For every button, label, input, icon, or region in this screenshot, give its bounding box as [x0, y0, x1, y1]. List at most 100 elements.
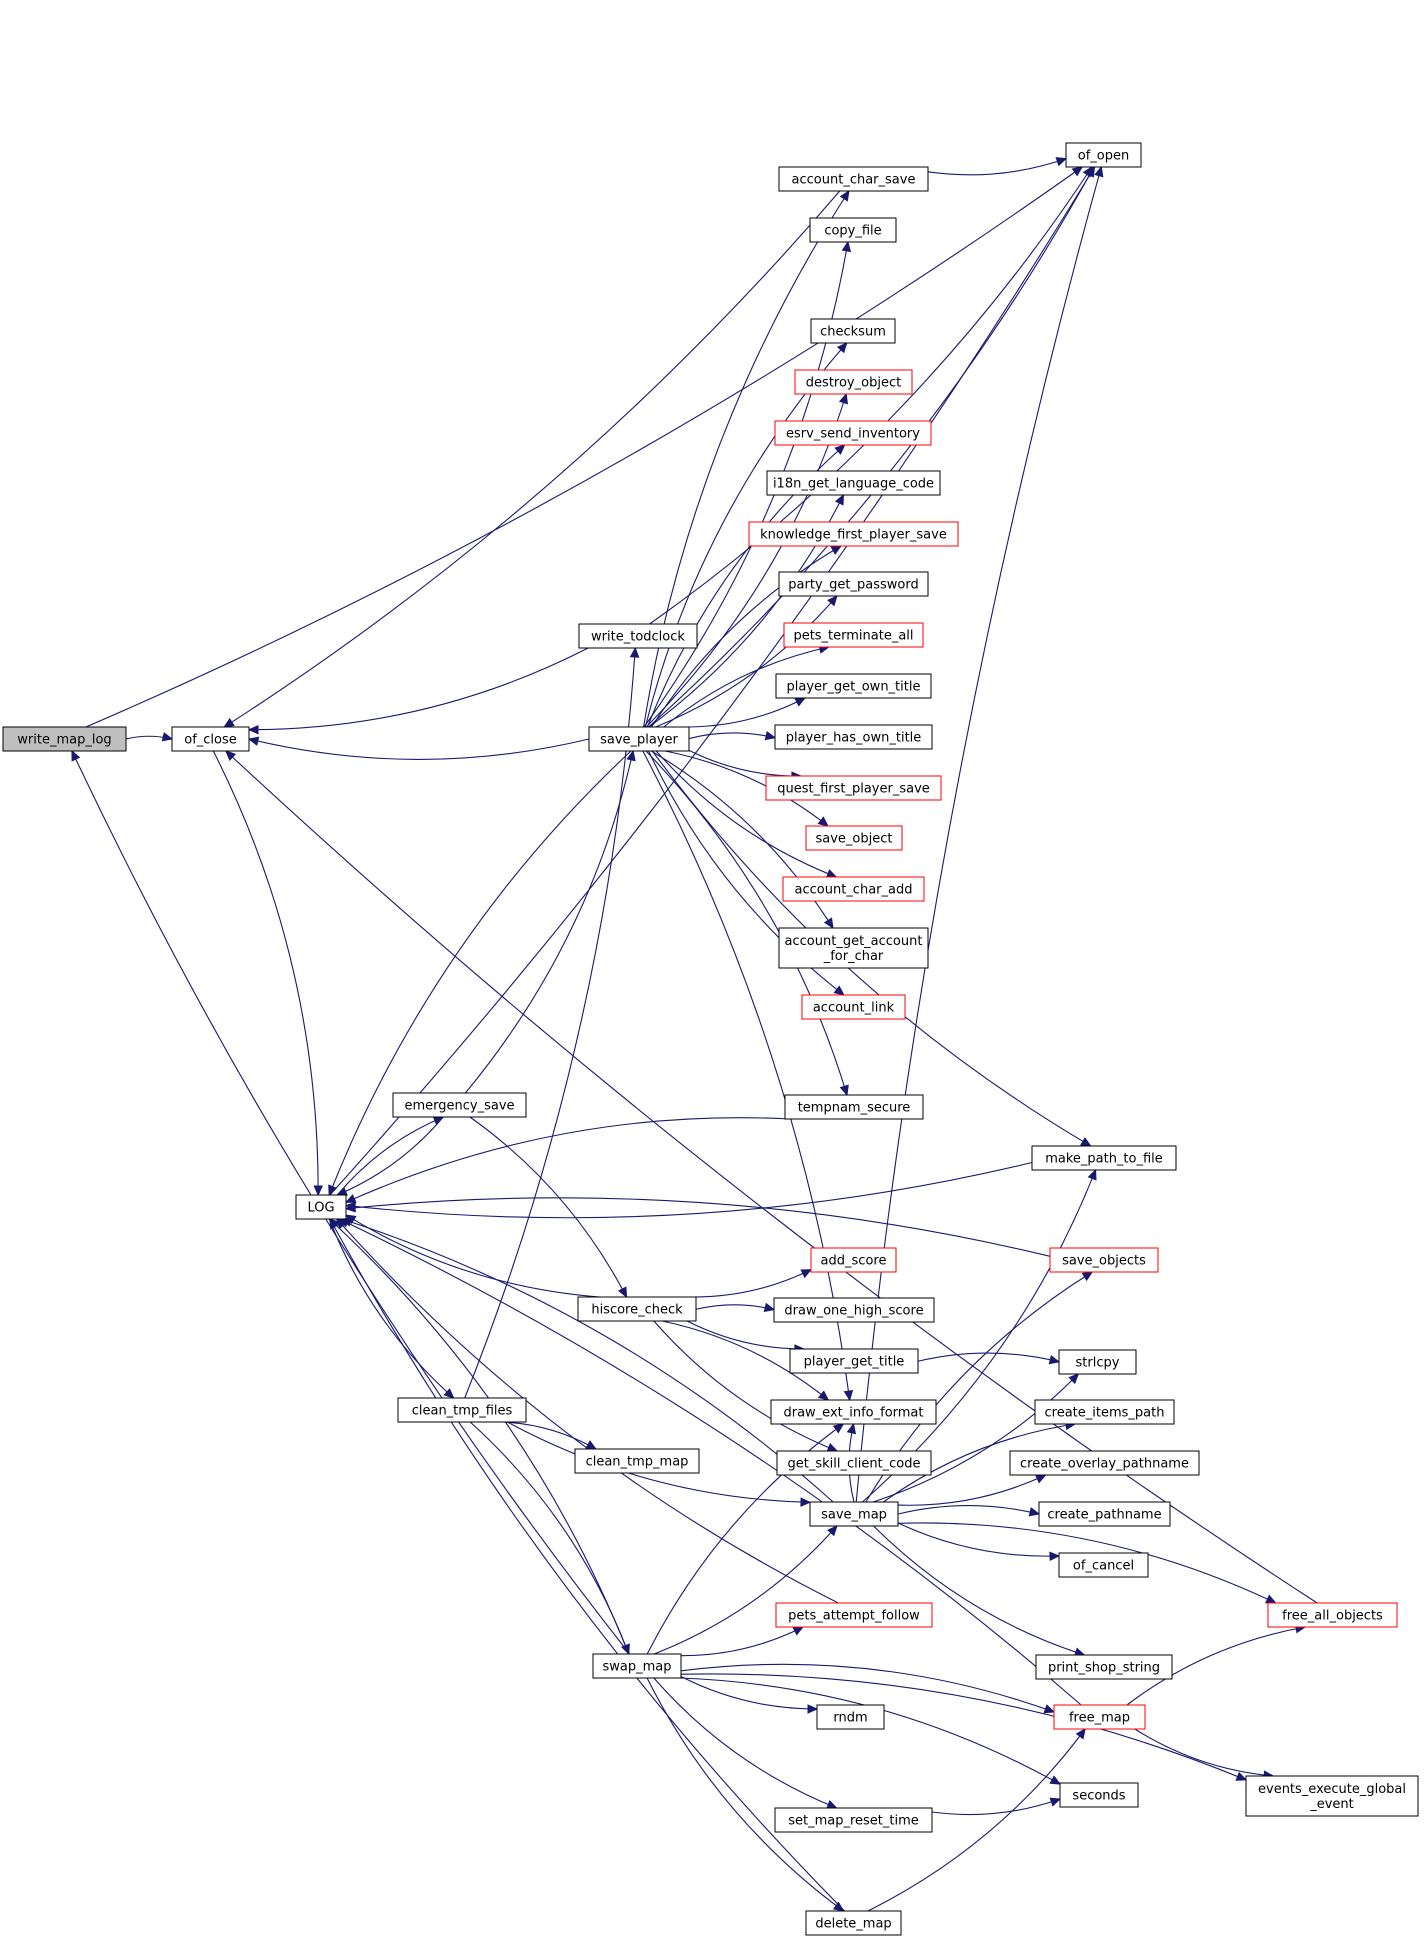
arrowhead-save_player-to-copy_file [841, 240, 852, 253]
node-box [778, 927, 929, 969]
node-write-todclock[interactable]: write_todclock [578, 623, 698, 649]
node-player-get-own-title[interactable]: player_get_own_title [775, 673, 932, 699]
node-pets-attempt-follow[interactable]: pets_attempt_follow [775, 1602, 933, 1628]
node-write-map-log[interactable]: write_map_log [2, 726, 127, 752]
node-label: party_get_password [788, 578, 918, 593]
node-set-map-reset-time[interactable]: set_map_reset_time [774, 1807, 933, 1833]
arrowhead-swap_map-to-events_execute_global_event [1235, 1771, 1248, 1781]
node-create-items-path[interactable]: create_items_path [1034, 1399, 1175, 1425]
node-tempnam-secure[interactable]: tempnam_secure [784, 1094, 924, 1120]
node-of-cancel[interactable]: of_cancel [1058, 1552, 1149, 1578]
node-swap-map[interactable]: swap_map [592, 1653, 682, 1679]
node-box [171, 726, 250, 752]
node-save-map[interactable]: save_map [809, 1501, 899, 1527]
arrowhead-hiscore_check-to-draw_one_high_score [763, 1302, 776, 1313]
call-edge-free_map-to-free_all_objects [1126, 1626, 1306, 1706]
node-create-overlay-pathname[interactable]: create_overlay_pathname [1009, 1450, 1200, 1476]
call-edge-hiscore_check-to-player_get_title [686, 1320, 804, 1350]
node-label: print_shop_string [1048, 1661, 1160, 1676]
node-account-link[interactable]: account_link [801, 994, 906, 1020]
arrowhead-save_player-to-knowledge_first_player_save [830, 545, 843, 555]
call-edge-clean_tmp_files-to-save_map [506, 1421, 811, 1503]
node-quest-first-player-save[interactable]: quest_first_player_save [765, 775, 942, 801]
node-label: of_open [1078, 149, 1129, 164]
node-clean-tmp-map[interactable]: clean_tmp_map [574, 1448, 700, 1474]
node-label: account_char_add [795, 883, 913, 898]
node-free-all-objects[interactable]: free_all_objects [1267, 1602, 1398, 1628]
node-label: free_all_objects [1282, 1609, 1383, 1624]
arrowhead-player_get_title-to-strlcpy [1048, 1354, 1061, 1365]
node-print-shop-string[interactable]: print_shop_string [1035, 1654, 1173, 1680]
node-box [592, 1653, 682, 1679]
node-clean-tmp-files[interactable]: clean_tmp_files [397, 1397, 527, 1423]
node-box [574, 1448, 700, 1474]
node-box [748, 521, 959, 547]
node-draw-ext-info-format[interactable]: draw_ext_info_format [770, 1399, 937, 1425]
node-box [1031, 1145, 1177, 1171]
node-save-player[interactable]: save_player [588, 726, 690, 752]
node-player-get-title[interactable]: player_get_title [789, 1348, 919, 1374]
node-rndm[interactable]: rndm [816, 1704, 885, 1730]
node-party-get-password[interactable]: party_get_password [778, 571, 929, 597]
node-of-open[interactable]: of_open [1065, 142, 1142, 168]
arrowhead-save_player-to-account_link [833, 985, 845, 996]
node-events-execute-global-event[interactable]: events_execute_global_event [1245, 1775, 1419, 1817]
arrowhead-save_player-to-make_path_to_file [1080, 1137, 1092, 1147]
node-get-skill-client-code[interactable]: get_skill_client_code [776, 1450, 932, 1476]
call-edge-hiscore_check-to-log [345, 1214, 600, 1298]
node-i18n-get-language-code[interactable]: i18n_get_language_code [766, 470, 941, 496]
node-strlcpy[interactable]: strlcpy [1058, 1349, 1137, 1375]
node-account-get-account-for-char[interactable]: account_get_account_for_char [778, 927, 929, 969]
node-player-has-own-title[interactable]: player_has_own_title [774, 724, 933, 750]
node-pets-terminate-all[interactable]: pets_terminate_all [783, 622, 924, 648]
node-checksum[interactable]: checksum [810, 318, 896, 344]
call-edge-save_map-to-of_cancel [897, 1522, 1060, 1557]
node-box [770, 1399, 937, 1425]
node-hiscore-check[interactable]: hiscore_check [577, 1296, 697, 1322]
node-label: copy_file [824, 224, 881, 239]
node-save-objects[interactable]: save_objects [1049, 1247, 1159, 1273]
node-log[interactable]: LOG [295, 1194, 347, 1220]
arrowhead-save_map-to-save_objects [1081, 1271, 1094, 1282]
node-knowledge-first-player-save[interactable]: knowledge_first_player_save [748, 521, 959, 547]
arrowhead-write_todclock-to-of_close [247, 724, 259, 735]
arrowhead-save_player-to-esrv_send_inventory [834, 444, 846, 455]
call-edge-log-to-of_open [329, 166, 1096, 1196]
arrowhead-swap_map-to-write_map_log [71, 749, 81, 762]
node-emergency-save[interactable]: emergency_save [392, 1092, 527, 1118]
node-create-pathname[interactable]: create_pathname [1038, 1501, 1171, 1527]
node-free-map[interactable]: free_map [1053, 1704, 1146, 1730]
node-seconds[interactable]: seconds [1059, 1782, 1139, 1808]
node-draw-one-high-score[interactable]: draw_one_high_score [773, 1297, 935, 1323]
node-add-score[interactable]: add_score [810, 1247, 897, 1273]
node-box [2, 726, 127, 752]
arrowhead-swap_map-to-delete_map [832, 1901, 845, 1912]
node-account-char-add[interactable]: account_char_add [782, 876, 925, 902]
node-box [1034, 1399, 1175, 1425]
node-esrv-send-inventory[interactable]: esrv_send_inventory [774, 420, 932, 446]
node-box [1038, 1501, 1171, 1527]
node-box [766, 470, 941, 496]
node-box [775, 1602, 933, 1628]
arrowhead-save_map-to-create_overlay_pathname [1034, 1474, 1047, 1484]
node-copy-file[interactable]: copy_file [809, 217, 897, 243]
node-account-char-save[interactable]: account_char_save [778, 166, 929, 192]
arrowhead-save_player-to-tempnam_secure [839, 1084, 849, 1097]
node-of-close[interactable]: of_close [171, 726, 250, 752]
node-box [773, 1297, 935, 1323]
call-edge-swap_map-to-set_map_reset_time [653, 1677, 837, 1809]
call-edge-swap_map-to-free_map [680, 1663, 1055, 1713]
node-destroy-object[interactable]: destroy_object [794, 369, 913, 395]
call-edge-write_todclock-to-of_close [248, 647, 589, 731]
arrowhead-swap_map-to-pets_attempt_follow [792, 1626, 805, 1636]
arrowhead-write_map_log-to-of_close [161, 732, 174, 742]
node-box [774, 724, 933, 750]
arrowhead-clean_tmp_files-to-save_map [800, 1497, 812, 1507]
node-delete-map[interactable]: delete_map [805, 1910, 902, 1936]
node-make-path-to-file[interactable]: make_path_to_file [1031, 1145, 1177, 1171]
node-save-object[interactable]: save_object [805, 825, 903, 851]
arrowhead-save_map-to-create_pathname [1028, 1507, 1041, 1517]
call-edge-save_player-to-pets_terminate_all [663, 646, 829, 728]
node-label: account_char_save [792, 173, 916, 188]
arrowhead-save_map-to-strlcpy [1068, 1373, 1080, 1385]
